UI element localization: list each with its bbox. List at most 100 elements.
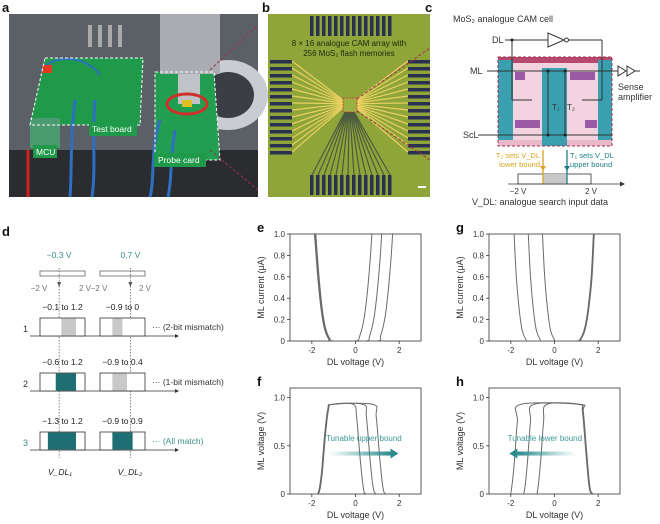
y-tick-label: 0.4	[274, 294, 286, 303]
panel-letter-h: h	[456, 374, 464, 389]
panel-b: b 8 × 16 analogue CAM array with 256 MoS…	[262, 0, 431, 197]
x-tick-label: 2	[596, 499, 601, 508]
search-max-label: 2 V	[139, 284, 152, 293]
search-value-label: 0.7 V	[120, 250, 140, 260]
cell-range-fill	[112, 318, 123, 336]
series-line	[532, 402, 599, 494]
panel-letter-b: b	[262, 0, 270, 15]
plot-frame	[289, 233, 422, 342]
cam-cell-title: MoS₂ analogue CAM cell	[453, 14, 553, 24]
y-axis-label: ML voltage (V)	[455, 412, 465, 470]
upper-bound-label-1: T₁ sets V_DL	[570, 151, 614, 160]
row-index: 1	[23, 324, 28, 334]
x-tick-label: 2	[397, 499, 402, 508]
search-min-label: −2 V	[31, 284, 48, 293]
cam-array-micrograph	[268, 14, 431, 197]
micrograph-caption-2: 256 MoS₂ flash memories	[303, 49, 395, 58]
label-test-board: Test board	[92, 124, 132, 134]
sense-amplifier-label-1: Sense	[618, 82, 644, 92]
series-line	[311, 402, 382, 494]
series-line	[513, 234, 595, 341]
arrow-bar	[329, 451, 391, 456]
series-line	[315, 234, 383, 341]
cell-range-label: −0.1 to 1.2	[42, 302, 83, 312]
x-tick-label: -2	[507, 499, 515, 508]
y-tick-label: 0.5	[473, 442, 485, 451]
y-tick-label: 1.0	[274, 230, 286, 239]
x-axis-label: DL voltage (V)	[526, 510, 583, 520]
panel-letter-d: d	[2, 224, 10, 239]
series-line	[313, 234, 394, 341]
y-axis-label: ML voltage (V)	[256, 412, 266, 470]
series-line	[314, 234, 373, 341]
lower-bound-label-2: lower bound	[499, 160, 540, 169]
x-axis-label: DL voltage (V)	[327, 510, 384, 520]
search-input-caption: V_DL: analogue search input data	[472, 197, 608, 207]
search-range-box	[99, 270, 146, 277]
x-tick-label: 0	[353, 346, 358, 355]
arrow-down-icon	[57, 282, 62, 287]
cell-range-label: −0.6 to 1.2	[42, 357, 83, 367]
cell-range-fill	[112, 373, 127, 391]
search-range-box	[39, 270, 86, 277]
t2-label: T₂	[567, 103, 575, 112]
label-mcu: MCU	[36, 147, 55, 157]
row-index: 2	[23, 379, 28, 389]
annotation-label: Tunable lower bound	[508, 434, 582, 443]
row-match-note: ··· (2-bit mismatch)	[152, 322, 224, 332]
axis-min-label: −2 V	[510, 187, 527, 196]
x-tick-label: -2	[507, 346, 515, 355]
y-tick-label: 0.5	[274, 442, 286, 451]
series-line	[519, 402, 599, 494]
y-tick-label: 0.8	[473, 251, 485, 260]
t1-label: T₁	[552, 103, 560, 112]
y-tick-label: 0	[480, 490, 485, 499]
cell-range-label: −0.9 to 0	[106, 302, 140, 312]
cell-range-label: −1.3 to 1.2	[42, 416, 83, 426]
chart-h: h -2 0 2 0 0.5 1.0 DL voltage (V) ML voltage (V)…	[455, 374, 621, 520]
cell-range-fill	[112, 432, 133, 450]
panel-a: a Test board MCU	[2, 0, 268, 198]
arrow-left-icon	[509, 448, 518, 459]
y-tick-label: 0.6	[473, 273, 485, 282]
series-line	[541, 234, 594, 341]
y-tick-label: 0.8	[274, 251, 286, 260]
arrow-bar	[517, 451, 577, 456]
y-tick-label: 0.4	[473, 294, 485, 303]
series-line	[527, 234, 595, 341]
test-setup-photo: Test board MCU Probe card	[9, 14, 268, 198]
panel-letter-f: f	[257, 374, 262, 389]
search-value-label: −0.3 V	[47, 250, 72, 260]
series-line	[508, 402, 599, 494]
vdl2-label: V_DL₂	[118, 467, 143, 477]
dl-label: DL	[492, 35, 504, 45]
x-tick-label: 2	[596, 346, 601, 355]
y-tick-label: 0.2	[274, 316, 286, 325]
lower-bound-label-1: T₂ sets V_DL	[496, 151, 540, 160]
x-tick-label: 0	[552, 499, 557, 508]
y-tick-label: 0	[480, 337, 485, 346]
x-axis-label: DL voltage (V)	[327, 357, 384, 367]
arrow-down-icon	[128, 282, 133, 287]
row-match-note: ··· (All match)	[152, 436, 204, 446]
row-index: 3	[23, 438, 28, 448]
panel-c: c MoS₂ analogue CAM cell DL ML ScL	[425, 0, 652, 207]
cell-range-fill	[47, 432, 76, 450]
y-tick-label: 1.0	[473, 230, 485, 239]
cell-range-label: −0.9 to 0.9	[102, 416, 143, 426]
search-min-label: −2 V	[91, 284, 108, 293]
y-tick-label: 1.0	[473, 394, 485, 403]
x-tick-label: -2	[308, 346, 316, 355]
cell-range-fill	[61, 318, 76, 336]
plot-frame	[488, 233, 621, 342]
y-tick-label: 1.0	[274, 394, 286, 403]
x-axis-label: DL voltage (V)	[526, 357, 583, 367]
x-tick-label: 0	[552, 346, 557, 355]
annotation-label: Tunable upper bound	[326, 434, 402, 443]
micrograph-caption-1: 8 × 16 analogue CAM array with	[292, 39, 407, 48]
y-axis-label: ML current (μA)	[455, 256, 465, 318]
